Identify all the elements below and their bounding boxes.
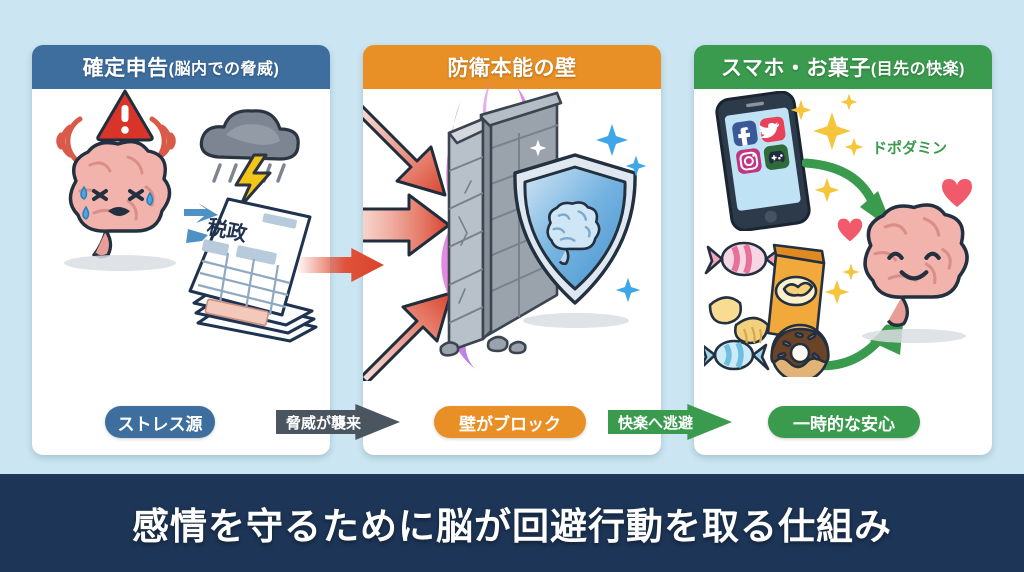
sparkle-icon [844, 137, 864, 157]
panel-header-sub-text: (目先の快楽) [870, 61, 966, 78]
dopamine-label: ドポダミン [872, 140, 948, 157]
stressed-brain-icon [68, 140, 172, 259]
happy-brain-icon [863, 203, 969, 327]
panel-body-stress-source: 税政 [32, 89, 330, 455]
panel-header-defense-wall: 防衛本能の壁 [363, 45, 661, 89]
stress-wave-left-icon [56, 116, 83, 166]
heart-icon [837, 218, 863, 242]
pill-wall-blocks: 壁がブロック [434, 406, 586, 438]
panel-header-sub-text: (脳内での脅威) [168, 61, 280, 78]
panel-header-stress-source: 確定申告(脳内での脅威) [32, 45, 330, 89]
bottom-banner: 感情を守るために脳が回避行動を取る仕組み [0, 474, 1024, 572]
impact-arrow-bottom-icon [363, 291, 453, 381]
impact-arrow-top-icon [363, 104, 447, 197]
sparkle-icon [615, 277, 641, 303]
motion-mark-icon [184, 203, 218, 243]
impact-arrow-middle-icon [363, 193, 451, 257]
panel-header-main-text: 防衛本能の壁 [447, 57, 577, 80]
sparkle-icon [625, 155, 647, 177]
sparkle-icon [842, 263, 860, 281]
smartphone-icon [715, 91, 811, 231]
panel-defense-wall: 防衛本能の壁 [363, 45, 661, 455]
tax-document-stack-icon: 税政 [188, 197, 318, 343]
sparkle-icon [790, 99, 812, 121]
panel-header-instant-pleasure: スマホ・お菓子(目先の快楽) [694, 45, 992, 89]
happy-brain-shadow [862, 329, 966, 343]
shield-shadow [523, 313, 629, 328]
panel-body-defense-wall [363, 81, 661, 455]
pill-stress-source: ストレス源 [105, 406, 215, 438]
warning-triangle-icon [96, 89, 154, 142]
banner-title: 感情を守るために脳が回避行動を取る仕組み [132, 506, 892, 547]
panel-body-instant-pleasure: ドポダミン [694, 89, 992, 455]
sparkle-icon [596, 124, 628, 156]
panel-instant-pleasure: スマホ・お菓子(目先の快楽) [694, 45, 992, 455]
snacks-candy-donut-icon [704, 241, 830, 377]
storm-cloud-lightning-icon [199, 109, 300, 209]
pill-temporary-relief: 一時的な安心 [768, 406, 920, 438]
panel-header-main-text: スマホ・お菓子 [720, 57, 871, 80]
panel-header-main-text: 確定申告 [82, 57, 169, 80]
sparkle-icon [529, 139, 547, 157]
sparkle-icon [813, 112, 851, 150]
brain-shield-icon [513, 153, 637, 305]
heart-icon [942, 179, 972, 207]
sparkle-icon [840, 93, 858, 111]
brain-shadow [64, 255, 176, 271]
sparkle-icon [824, 279, 850, 305]
instagram-icon [736, 148, 762, 174]
sparkle-icon [814, 177, 840, 203]
panel-stress-source: 確定申告(脳内での脅威) [32, 45, 330, 455]
